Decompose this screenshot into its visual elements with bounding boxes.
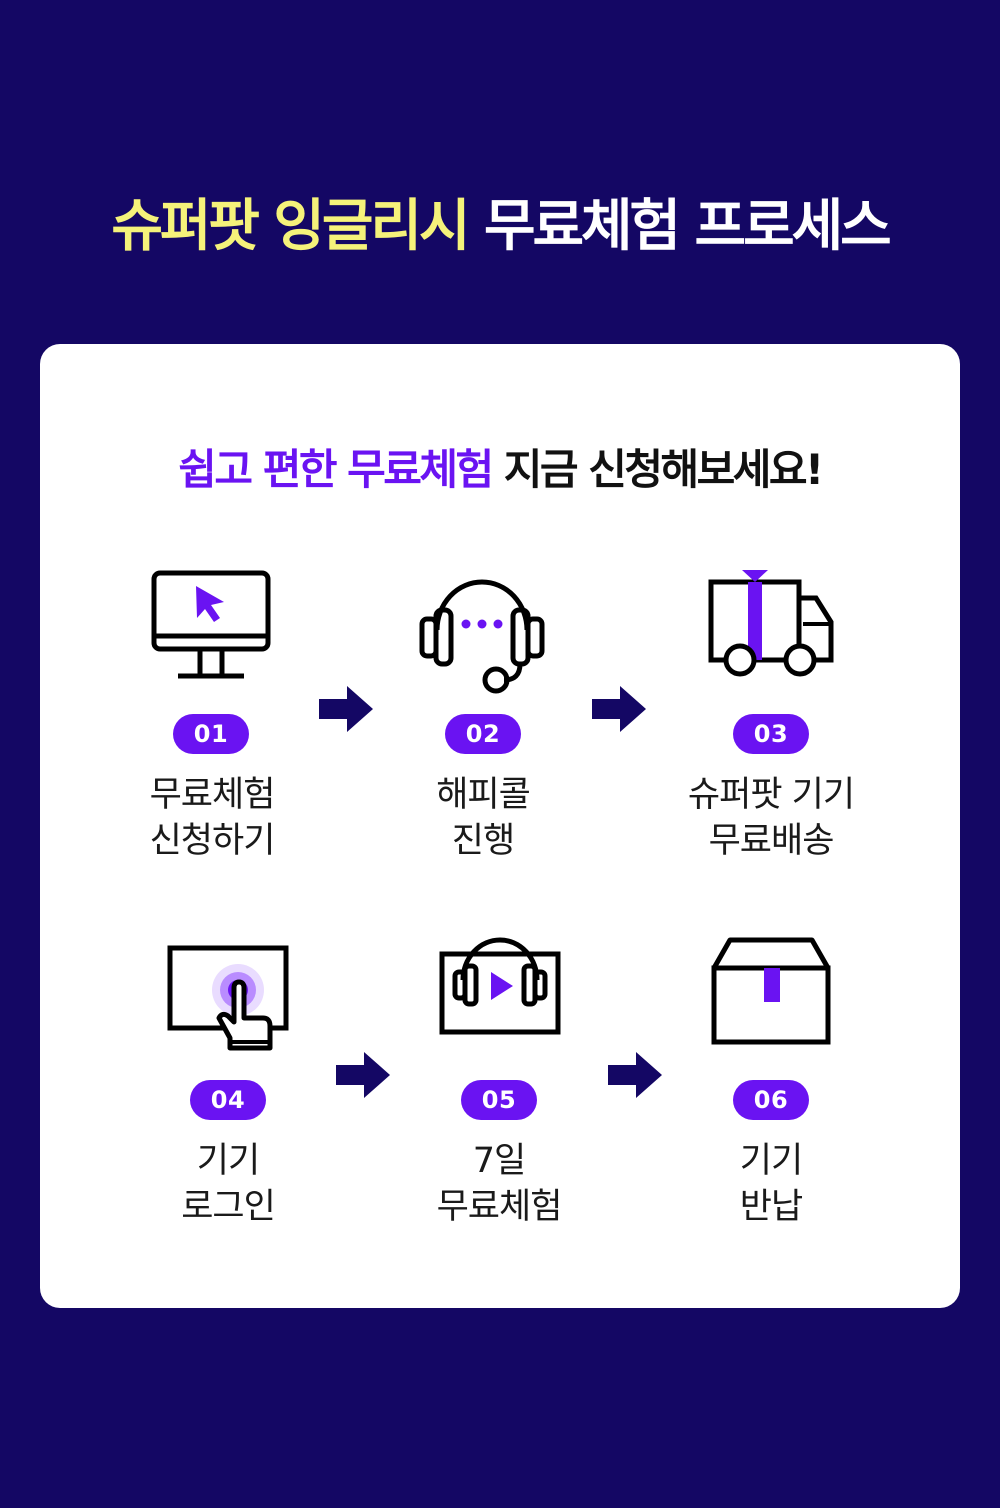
step-badge-01: 01 [173, 714, 249, 754]
computer-cursor-icon [151, 570, 271, 679]
step-label-line2: 로그인 [181, 1187, 276, 1227]
subhead-highlight: 쉽고 편한 무료체험 [178, 445, 494, 494]
step-label-line2: 무료배송 [708, 821, 835, 861]
headline-highlight: 슈퍼팟 잉글리시 [111, 194, 470, 259]
arrow-right-icon [336, 1052, 390, 1098]
headset-icon [419, 579, 545, 694]
step-badge-04: 04 [190, 1080, 266, 1120]
page-headline: 슈퍼팟 잉글리시 무료체험 프로세스 [0, 192, 1000, 262]
arrow-right-icon [608, 1052, 662, 1098]
step-label-04: 기기 로그인 [108, 1138, 348, 1230]
step-label-06: 기기 반납 [651, 1138, 891, 1230]
step-label-line2: 진행 [451, 821, 515, 861]
subhead-rest: 지금 신청해보세요! [503, 445, 824, 494]
video-headphones-icon [439, 937, 561, 1035]
headline-rest: 무료체험 프로세스 [483, 194, 892, 259]
step-label-02: 해피콜 진행 [363, 772, 603, 864]
step-label-line1: 기기 [196, 1141, 260, 1181]
step-badge-05: 05 [461, 1080, 537, 1120]
step-label-line1: 슈퍼팟 기기 [687, 775, 855, 815]
step-label-line1: 7일 [472, 1141, 526, 1181]
step-badge-02: 02 [445, 714, 521, 754]
step-label-03: 슈퍼팟 기기 무료배송 [651, 772, 891, 864]
step-badge-03: 03 [733, 714, 809, 754]
process-card: 쉽고 편한 무료체험 지금 신청해보세요! 01 무료체험 신청하기 02 해피… [40, 344, 960, 1308]
step-badge-06: 06 [733, 1080, 809, 1120]
card-subheadline: 쉽고 편한 무료체험 지금 신청해보세요! [40, 442, 960, 498]
arrow-right-icon [319, 686, 373, 732]
box-icon [711, 937, 831, 1045]
step-label-line2: 신청하기 [149, 821, 276, 861]
step-label-05: 7일 무료체험 [379, 1138, 619, 1230]
step-label-line1: 기기 [739, 1141, 803, 1181]
step-label-line2: 반납 [739, 1187, 803, 1227]
step-label-line2: 무료체험 [436, 1187, 563, 1227]
step-label-01: 무료체험 신청하기 [92, 772, 332, 864]
arrow-right-icon [592, 686, 646, 732]
delivery-truck-icon [708, 570, 834, 677]
step-label-line1: 무료체험 [149, 775, 276, 815]
touch-screen-icon [167, 945, 289, 1051]
step-label-line1: 해피콜 [436, 775, 531, 815]
